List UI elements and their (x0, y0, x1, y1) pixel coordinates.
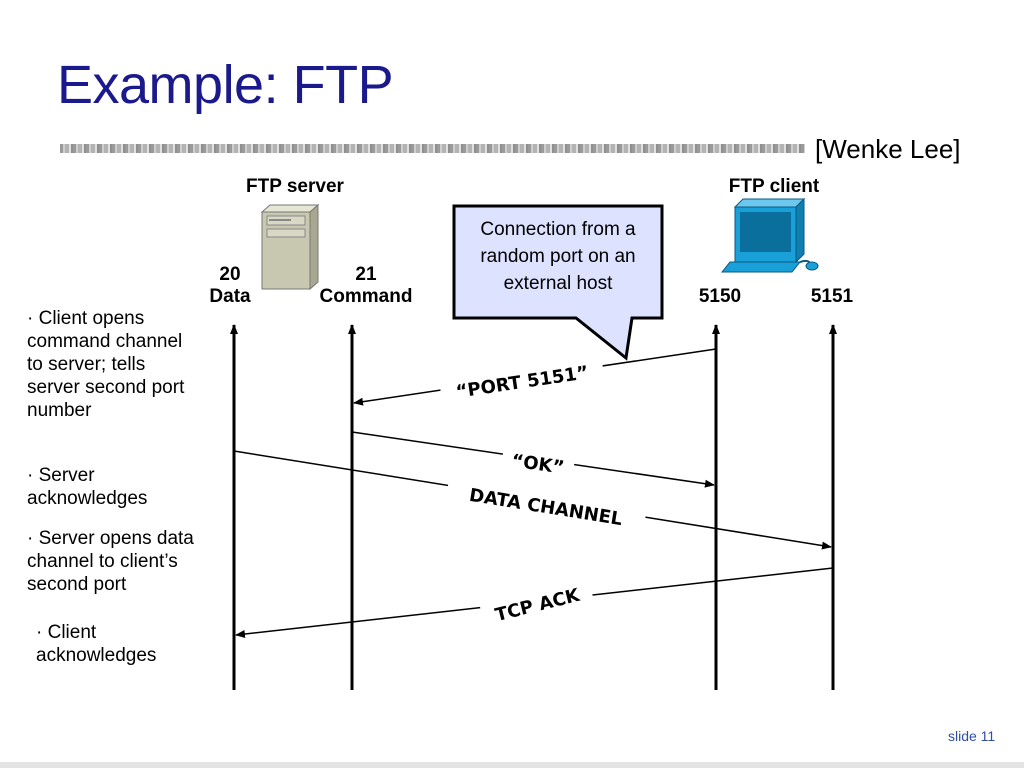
bullet-4-line-1: · Client (36, 622, 97, 643)
port-21-number: 21 (355, 264, 377, 285)
bullet-4-line-2: acknowledges (36, 645, 157, 666)
port-5151-label: 5151 (810, 286, 854, 307)
bullet-3-line-2: channel to client’s (27, 551, 178, 572)
port-20-number: 20 (219, 264, 241, 285)
bullet-client-opens: · Client opens command channel to server… (27, 307, 184, 422)
bullet-server-opens-data: · Server opens data channel to client’s … (27, 527, 194, 596)
server-tower-icon (260, 203, 320, 291)
bullet-1-line-2: command channel (27, 331, 183, 352)
data-channel-label-group: DATA CHANNEL (445, 476, 647, 536)
callout-line-2: random port on an (480, 246, 636, 267)
port-5150-label: 5150 (698, 286, 742, 307)
bullet-1-line-5: number (27, 400, 92, 421)
bullet-3-line-1: · Server opens data (27, 528, 194, 549)
ftp-client-label: FTP client (728, 176, 820, 197)
callout-line-1: Connection from a (480, 219, 636, 240)
bullet-server-acknowledges: · Server acknowledges (27, 464, 147, 510)
callout-line-3: external host (503, 273, 613, 294)
callout-bubble (452, 204, 664, 361)
tcp-ack-label-group: TCP ACK (479, 576, 595, 632)
bullet-1-line-4: server second port (27, 377, 185, 398)
ftp-server-label: FTP server (246, 176, 344, 197)
slide-number: slide 11 (948, 728, 996, 744)
port-21-name: Command (319, 286, 413, 307)
computer-monitor-icon (720, 197, 819, 273)
port-message-label-group: “PORT 5151” (438, 355, 606, 407)
slide-title: Example: FTP (57, 55, 394, 115)
bullet-1-line-1: · Client opens (27, 308, 145, 329)
bullet-3-line-3: second port (27, 574, 127, 595)
bullet-2-line-1: · Server (27, 465, 95, 486)
callout-text: Connection from a random port on an exte… (455, 216, 661, 297)
bullet-2-line-2: acknowledges (27, 488, 148, 509)
bullet-client-acknowledges: · Client acknowledges (36, 621, 156, 667)
bullet-1-line-3: to server; tells (27, 354, 146, 375)
credit-label: [Wenke Lee] (815, 134, 961, 164)
ok-message-label-group: “OK” (500, 443, 576, 483)
data-channel-label: DATA CHANNEL (468, 485, 624, 530)
title-divider (60, 144, 805, 153)
footer-bar (0, 762, 1024, 768)
port-20-name: Data (209, 286, 251, 307)
